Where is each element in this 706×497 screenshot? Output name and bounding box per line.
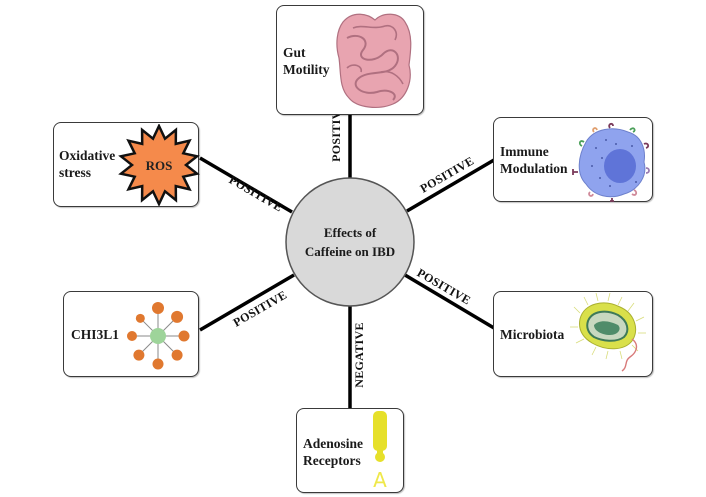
connector-immune [406,158,495,213]
network-node [178,330,190,342]
connector-chi3l1 [199,273,295,332]
network-node [127,331,137,341]
adenosine-receptor-icon: A [373,411,387,491]
node-gut-motility: Gut Motility [276,5,424,115]
network-node [171,310,184,323]
node-microbiota: Microbiota [493,291,653,377]
node-label: Gut Motility [283,44,330,78]
network-node [152,358,164,370]
node-immune-modulation: Immune Modulation [493,117,653,202]
node-label: CHI3L1 [71,326,119,343]
connector-oxidative [199,156,293,214]
network-node [135,313,145,323]
network-node [171,349,183,361]
relation-label-oxidative: POSITIVE [227,173,286,215]
hub-title-line1: Effects of [324,225,377,240]
label-line: Gut [283,45,306,60]
relation-label-gut: POSITIVE [329,102,343,162]
bacterium-icon [570,293,646,372]
label-line: CHI3L1 [71,327,120,342]
connector-microbiota [404,273,495,330]
network-node [133,349,145,361]
node-label: Oxidative stress [59,147,115,181]
label-line: Modulation [500,161,568,176]
network-node [152,302,164,314]
hub-node: Effects of Caffeine on IBD [285,177,415,307]
adenosine-letter: A [373,468,387,491]
label-line: Microbiota [500,327,565,342]
node-label: Microbiota [500,326,564,343]
intestine-icon [336,13,412,108]
hub-title-line2: Caffeine on IBD [305,244,395,259]
node-adenosine-receptors: Adenosine Receptors A [296,408,404,493]
label-line: Oxidative [59,148,116,163]
ros-starburst-icon: ROS [118,124,200,206]
node-label: Adenosine Receptors [303,435,363,469]
label-line: Immune [500,144,549,159]
label-line: Receptors [303,453,361,468]
label-line: stress [59,165,91,180]
node-label: Immune Modulation [500,143,568,177]
network-center-node [150,328,166,344]
immune-cell-icon [572,122,650,202]
node-oxidative-stress: Oxidative stress ROS [53,122,200,207]
hub-circle [285,177,415,307]
network-graph-icon [127,302,190,370]
ros-label: ROS [146,158,173,173]
label-line: Adenosine [303,436,364,451]
label-line: Motility [283,62,330,77]
relation-label-adenosine: NEGATIVE [352,322,366,388]
node-chi3l1: CHI3L1 [63,291,199,377]
